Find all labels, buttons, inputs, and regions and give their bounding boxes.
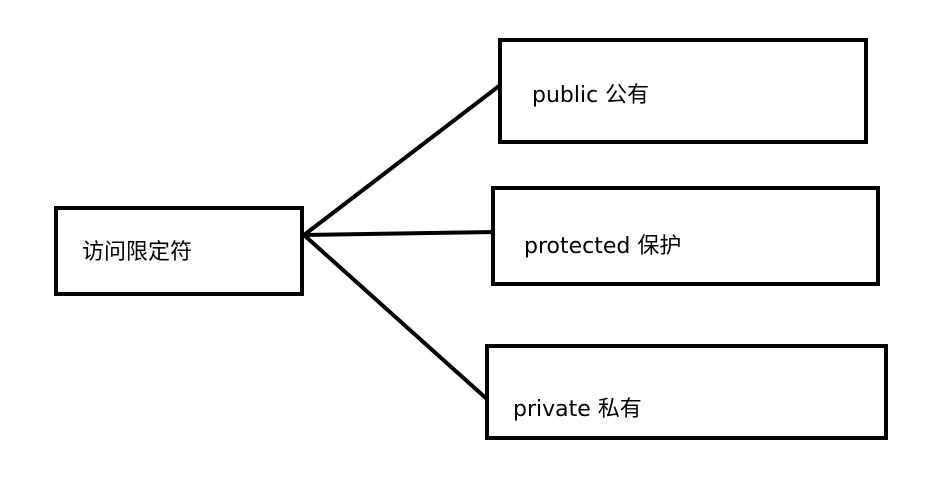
child-node-protected: protected 保护 [491, 186, 880, 286]
child-node-private-label: private 私有 [513, 397, 642, 422]
connector-protected [302, 230, 498, 237]
root-node-label: 访问限定符 [82, 240, 193, 265]
child-node-private: private 私有 [485, 344, 888, 440]
child-node-public-label: public 公有 [532, 83, 650, 108]
child-node-protected-label: protected 保护 [524, 234, 682, 259]
root-node-access-specifier: 访问限定符 [54, 206, 304, 296]
connector-public [302, 81, 505, 237]
connector-private [302, 233, 490, 402]
child-node-public: public 公有 [498, 38, 868, 144]
